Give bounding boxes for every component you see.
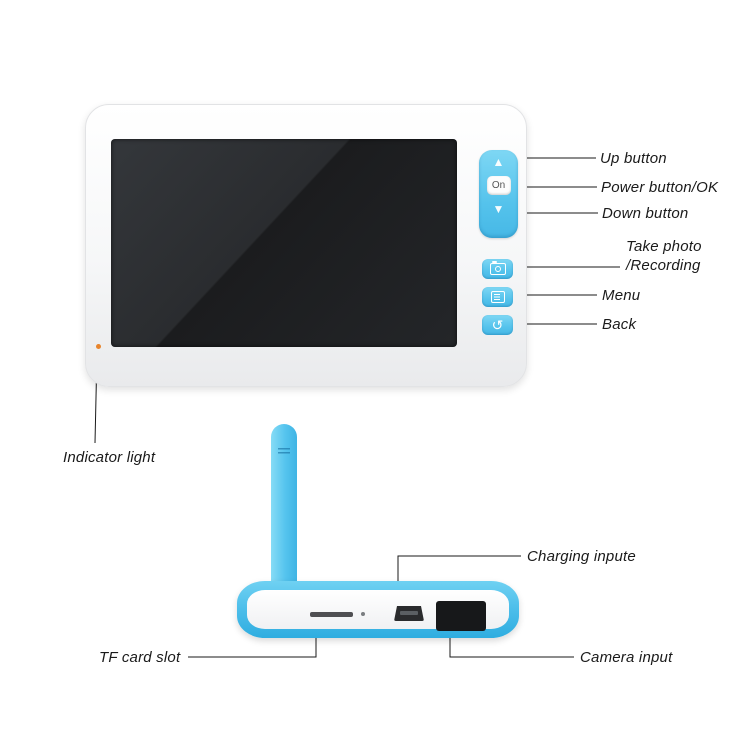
take-photo-button — [482, 259, 513, 279]
indicator-light-led — [96, 344, 101, 349]
base-port-panel — [247, 590, 509, 631]
leader-line-charging-input — [397, 555, 521, 586]
menu-button — [482, 287, 513, 307]
power-ok-button: On — [486, 176, 511, 195]
label-camera-input: Camera input — [580, 649, 673, 666]
label-charging-input: Charging inpute — [527, 548, 636, 565]
base-unit — [237, 581, 519, 638]
tf-card-slot-port — [310, 612, 353, 617]
camera-icon — [489, 261, 506, 275]
back-icon: ↺ — [491, 317, 504, 333]
reset-pinhole — [361, 612, 365, 616]
display-screen — [111, 139, 457, 347]
label-down-button: Down button — [602, 205, 689, 222]
label-take-photo: Take photo /Recording — [626, 237, 702, 275]
monitor-device: ▲ On ▼ ↺ — [85, 104, 527, 387]
down-arrow-icon: ▼ — [492, 202, 505, 216]
label-power-button: Power button/OK — [601, 179, 719, 196]
camera-input-port — [436, 601, 486, 631]
label-indicator-light: Indicator light — [63, 449, 156, 466]
label-back: Back — [602, 316, 637, 333]
label-tf-card-slot: TF card slot — [99, 649, 181, 666]
label-take-photo-line1: Take photo — [626, 238, 702, 255]
stand-antenna — [271, 424, 297, 594]
label-up-button: Up button — [600, 150, 667, 167]
charging-port — [394, 606, 424, 621]
navigation-rocker: ▲ On ▼ — [479, 150, 518, 238]
menu-icon — [490, 291, 505, 303]
label-take-photo-line2: /Recording — [626, 257, 701, 274]
antenna-grip-ticks — [278, 448, 290, 455]
back-button: ↺ — [482, 315, 513, 335]
up-arrow-icon: ▲ — [492, 155, 505, 169]
label-menu: Menu — [602, 287, 641, 304]
